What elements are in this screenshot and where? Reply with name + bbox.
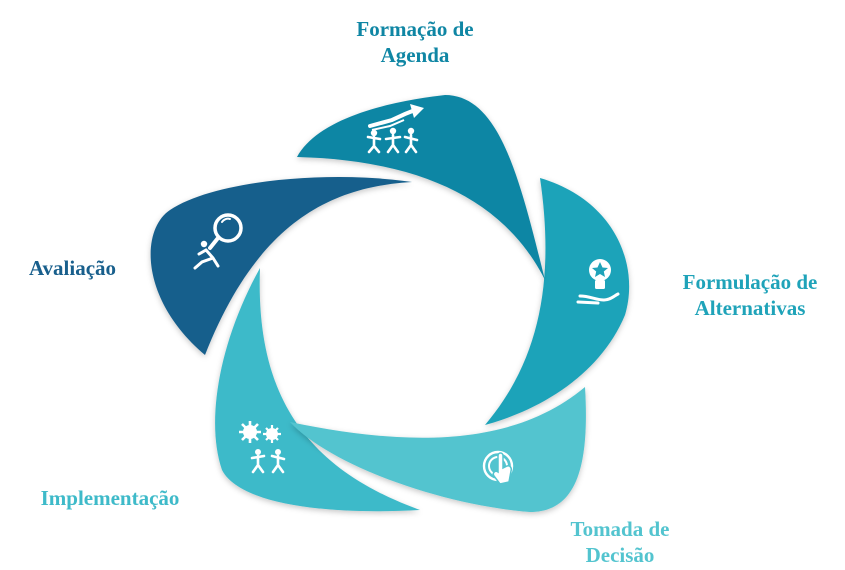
stage-label-decisao-line-2: Decisão bbox=[585, 543, 655, 567]
stage-label-implementacao: Implementação bbox=[10, 485, 210, 511]
petal-decisao bbox=[290, 387, 586, 512]
touch-button-icon bbox=[482, 450, 514, 485]
stage-label-agenda-line-2: Agenda bbox=[380, 43, 450, 67]
stage-label-agenda-line-1: Formação de bbox=[356, 17, 474, 41]
stage-label-decisao: Tomada de Decisão bbox=[540, 516, 700, 568]
gears-team-icon bbox=[239, 421, 286, 474]
petal-agenda bbox=[297, 95, 545, 280]
stage-label-alternativas-line-2: Alternativas bbox=[694, 296, 806, 320]
stage-label-avaliacao-line-1: Avaliação bbox=[28, 256, 117, 280]
magnifier-person-icon bbox=[193, 213, 243, 270]
petal-alternativas bbox=[485, 178, 630, 425]
petal-implementacao bbox=[215, 268, 420, 512]
stage-label-agenda: Formação de Agenda bbox=[320, 16, 510, 68]
stage-label-alternativas-line-1: Formulação de bbox=[682, 270, 818, 294]
stage-label-avaliacao: Avaliação bbox=[5, 255, 140, 281]
lightbulb-hand-icon bbox=[576, 259, 620, 305]
petal-avaliacao bbox=[150, 177, 412, 355]
team-growth-icon bbox=[366, 104, 424, 154]
stage-label-decisao-line-1: Tomada de bbox=[570, 517, 670, 541]
stage-label-implementacao-line-1: Implementação bbox=[40, 486, 180, 510]
stage-label-alternativas: Formulação de Alternativas bbox=[660, 269, 840, 321]
